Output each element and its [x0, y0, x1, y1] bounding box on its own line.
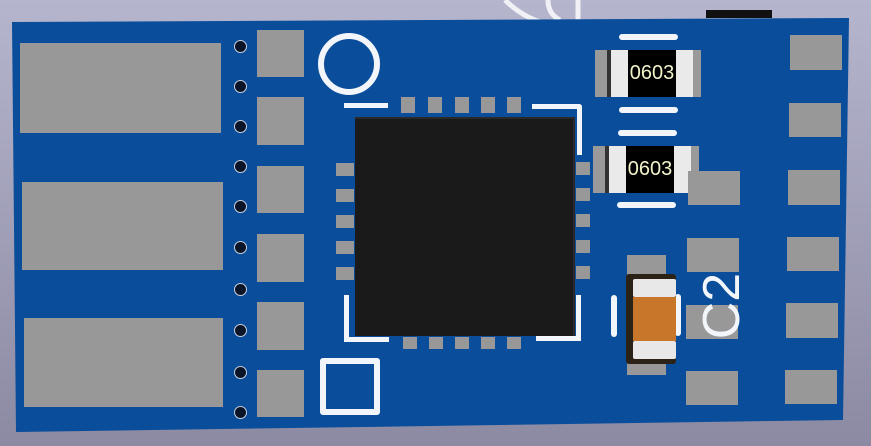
pad	[790, 35, 842, 70]
ic-pin	[507, 97, 521, 113]
pad	[686, 305, 738, 339]
via	[235, 201, 246, 212]
pad	[786, 303, 838, 338]
pad	[787, 237, 839, 271]
ic-pin	[401, 97, 415, 113]
ic-pin	[336, 267, 354, 280]
via	[235, 367, 246, 378]
via	[235, 121, 246, 132]
ic-chip	[355, 117, 575, 336]
pad	[257, 166, 304, 213]
resistor-r1: 0603	[595, 50, 701, 97]
ic-pin	[336, 241, 354, 254]
edge-pad	[24, 318, 223, 407]
ic-pin	[336, 215, 354, 228]
via	[235, 41, 246, 52]
pad	[785, 370, 837, 404]
via	[235, 407, 246, 418]
ic-pin	[429, 337, 443, 349]
silk-line	[675, 294, 681, 336]
pad	[687, 238, 739, 272]
edge-pad	[20, 43, 221, 133]
pad	[688, 171, 740, 205]
pad	[789, 103, 841, 137]
ic-pin	[481, 97, 495, 113]
resistor-marking: 0603	[626, 146, 674, 193]
ic-silk-corner	[344, 295, 389, 342]
pad	[257, 30, 304, 77]
ic-pin	[576, 240, 590, 253]
ic-pin	[576, 266, 590, 279]
ic-pin	[428, 97, 442, 113]
silk-circle	[318, 33, 380, 95]
ic-pin	[576, 214, 590, 227]
pad	[257, 370, 304, 417]
ic-silk-corner	[536, 295, 581, 341]
silk-line	[619, 34, 678, 40]
capacitor-c2	[626, 274, 676, 364]
resistor-marking: 0603	[628, 50, 676, 97]
ic-silk-corner	[532, 104, 582, 155]
edge-pad	[22, 182, 223, 270]
ic-pin	[403, 337, 417, 349]
via	[235, 284, 246, 295]
silk-line	[619, 107, 678, 113]
via	[235, 242, 246, 253]
c2-reference-label: C2	[693, 272, 751, 340]
silk-line	[617, 202, 676, 208]
pad	[257, 302, 304, 350]
silk-square	[320, 358, 380, 415]
silk-line	[618, 130, 677, 136]
ic-pin	[455, 337, 469, 349]
via	[235, 81, 246, 92]
resistor-r2: 0603	[593, 146, 699, 193]
pad	[686, 371, 738, 405]
pad	[257, 97, 304, 145]
via	[235, 325, 246, 336]
ic-pin	[336, 163, 354, 176]
ic-pin	[336, 189, 354, 202]
ic-pin	[481, 337, 495, 349]
ic-silk-corner	[344, 103, 388, 108]
via	[235, 161, 246, 172]
ic-pin	[455, 97, 469, 113]
ic-pin	[576, 162, 590, 175]
silk-line	[611, 295, 617, 337]
pad	[788, 170, 840, 205]
pad	[257, 234, 304, 282]
ic-pin	[507, 337, 521, 349]
ic-pin	[576, 188, 590, 201]
